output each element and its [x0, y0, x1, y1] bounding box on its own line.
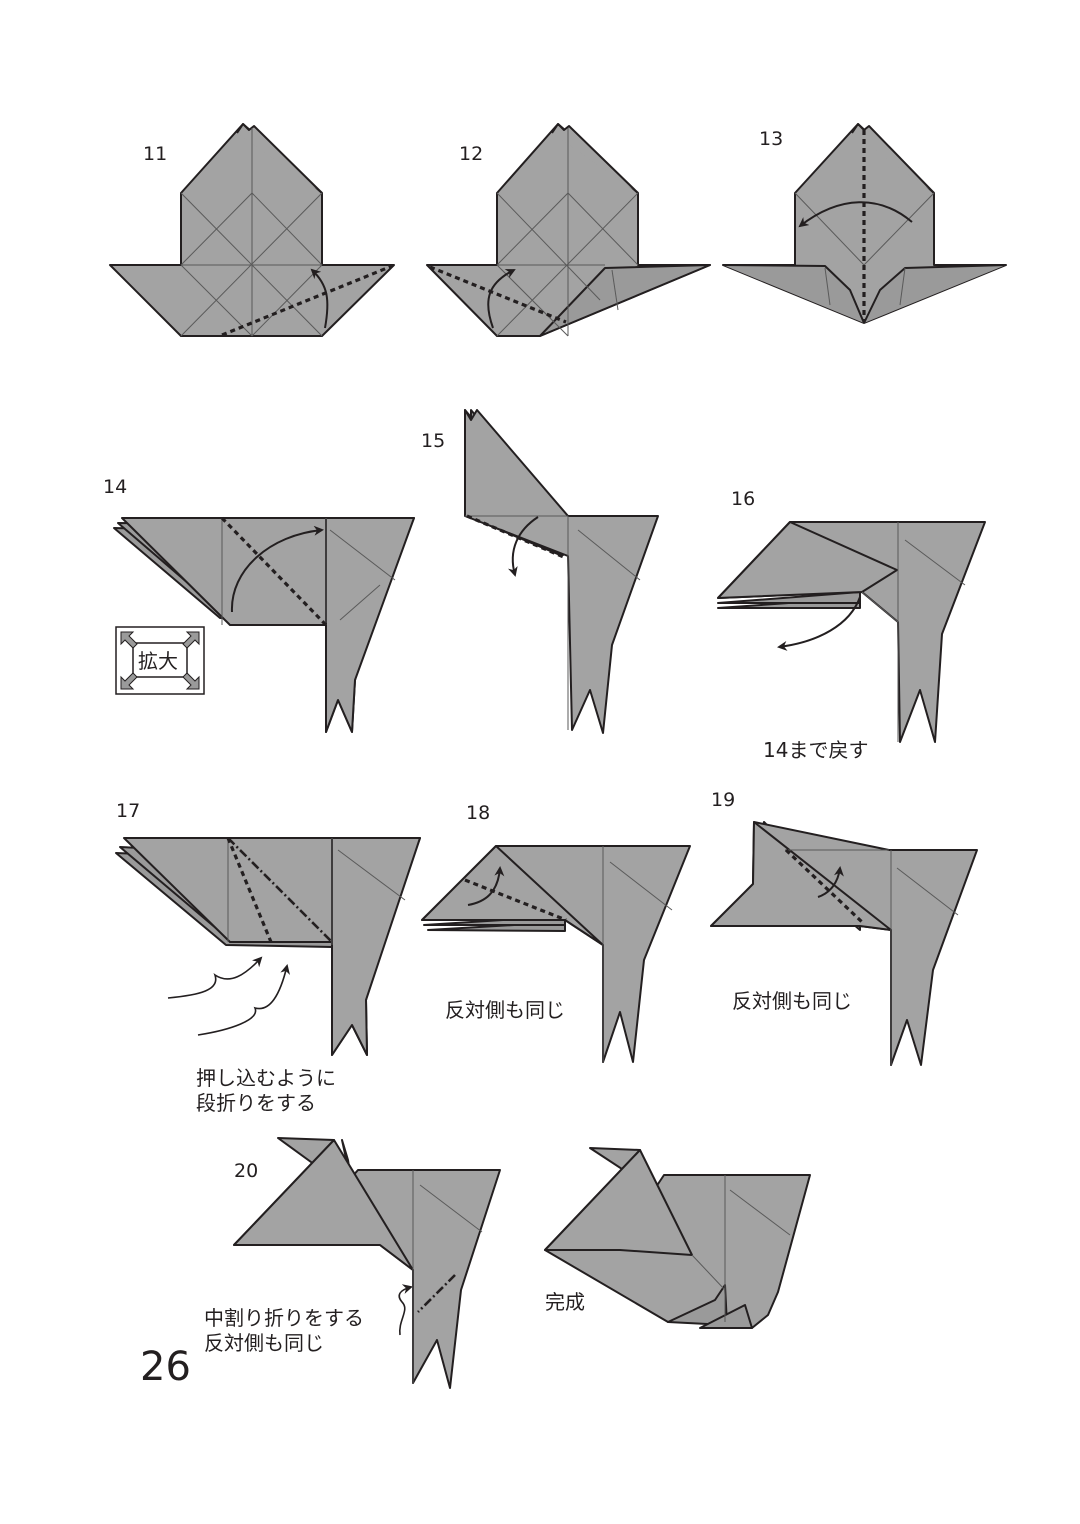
note-same-other-side-19: 反対側も同じ [732, 989, 852, 1013]
step-15-diagram [464, 409, 659, 734]
step-number: 17 [116, 800, 140, 822]
note-back-to-14: 14まで戻す [763, 738, 868, 762]
step-12-diagram [426, 123, 711, 337]
step-number: 19 [711, 789, 735, 811]
page-number: 26 [140, 1344, 191, 1390]
zoom-in-icon [115, 626, 205, 695]
step-number: 12 [459, 143, 483, 165]
step-19-diagram [710, 821, 978, 1066]
completed-model-diagram [544, 1147, 811, 1329]
step-11-diagram [109, 123, 395, 337]
step-13-diagram [722, 123, 1007, 324]
note-inside-reverse-line1: 中割り折りをする [204, 1306, 364, 1330]
step-17-diagram [115, 837, 421, 1056]
enlarge-label: 拡大 [138, 649, 178, 673]
note-push-in-line2: 段折りをする [196, 1091, 316, 1115]
step-16-diagram [717, 521, 986, 743]
label-complete: 完成 [545, 1290, 585, 1314]
step-18-diagram [421, 845, 691, 1063]
step-number: 20 [234, 1160, 258, 1182]
step-14-diagram [113, 516, 415, 733]
step-20-diagram [233, 1137, 501, 1389]
step-number: 18 [466, 802, 490, 824]
step-number: 14 [103, 476, 127, 498]
note-inside-reverse-line2: 反対側も同じ [204, 1331, 324, 1355]
note-same-other-side-18: 反対側も同じ [445, 998, 565, 1022]
step-number: 11 [143, 143, 167, 165]
step-number: 13 [759, 128, 783, 150]
step-number: 15 [421, 430, 445, 452]
note-push-in-line1: 押し込むように [196, 1066, 336, 1090]
step-number: 16 [731, 488, 755, 510]
